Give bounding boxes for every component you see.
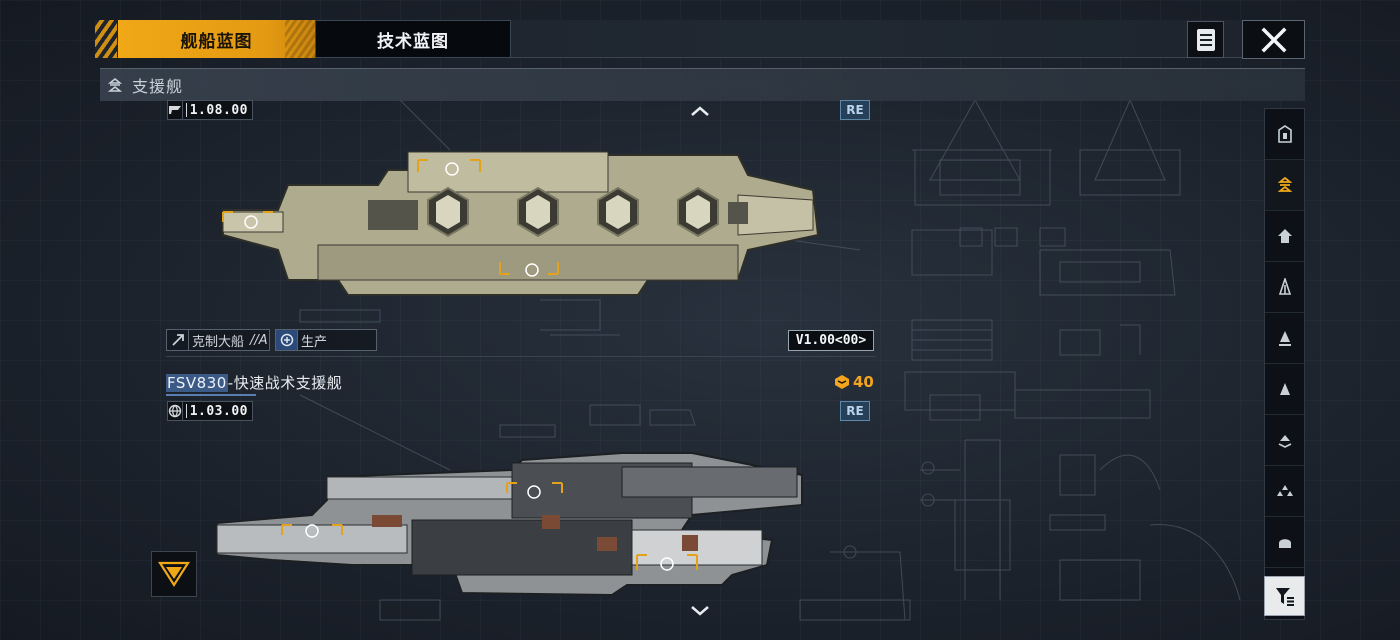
scroll-up-icon[interactable]: [688, 104, 712, 118]
battleship-icon: [1277, 229, 1292, 243]
production-icon: [280, 333, 293, 347]
scroll-down-icon[interactable]: [688, 604, 712, 618]
support-ship-icon: [1277, 177, 1292, 192]
ship-name: FSV830-快速战术支援舰: [166, 374, 343, 392]
document-icon: [1196, 28, 1215, 51]
ship-version: 1.03.00: [167, 401, 253, 421]
close-button[interactable]: [1242, 20, 1305, 59]
ship-image-support-grey[interactable]: [212, 445, 812, 610]
carrier-icon: [1277, 125, 1292, 143]
filter-button[interactable]: [1264, 576, 1305, 616]
fleet-rank-badge[interactable]: [151, 551, 197, 597]
tab-ship-blueprint[interactable]: 舰船蓝图: [118, 20, 315, 58]
rail-item-corvette[interactable]: [1265, 415, 1304, 466]
category-header: 支援舰: [100, 68, 1305, 101]
rail-item-destroyer[interactable]: [1265, 313, 1304, 364]
ship-version: 1.08.00: [167, 100, 253, 120]
cruiser-icon: [1278, 278, 1291, 295]
re-badge: RE: [840, 401, 870, 421]
rail-item-utility[interactable]: [1265, 517, 1304, 568]
rail-item-carrier[interactable]: [1265, 109, 1304, 160]
globe-icon: [168, 404, 182, 418]
category-rail: [1264, 108, 1305, 620]
tag-production: 生产: [275, 329, 377, 351]
log-button[interactable]: [1187, 21, 1224, 58]
utility-icon: [1278, 539, 1291, 548]
cost-icon: [835, 375, 849, 389]
corvette-icon: [1278, 435, 1291, 448]
ship-image-support-tan[interactable]: [218, 140, 823, 300]
tag-counter-large: 克制大船 //A: [166, 329, 270, 351]
tab-tech-blueprint[interactable]: 技术蓝图: [315, 20, 511, 58]
accent-stripe: [95, 20, 117, 58]
chevron-rank-icon: [157, 561, 191, 588]
filter-icon: [1275, 588, 1294, 606]
fighter-icon: [1276, 485, 1293, 496]
rail-item-support[interactable]: [1265, 160, 1304, 211]
blueprint-version: V1.00<00>: [788, 330, 874, 351]
top-tab-bar: 舰船蓝图 技术蓝图: [95, 20, 1305, 58]
rail-item-cruiser[interactable]: [1265, 262, 1304, 313]
destroyer-icon: [1278, 331, 1291, 346]
re-badge: RE: [840, 100, 870, 120]
rail-item-frigate[interactable]: [1265, 364, 1304, 415]
close-icon: [1261, 27, 1286, 52]
rail-item-battleship[interactable]: [1265, 211, 1304, 262]
frigate-icon: [1279, 383, 1290, 395]
support-ship-icon: [108, 78, 122, 92]
category-title: 支援舰: [132, 77, 184, 96]
rail-item-fighter[interactable]: [1265, 466, 1304, 517]
faction-icon: [169, 106, 181, 114]
name-underline: [166, 394, 256, 396]
card-divider: [166, 356, 876, 357]
counter-icon: [171, 334, 184, 346]
ship-cost: 40: [834, 372, 874, 392]
